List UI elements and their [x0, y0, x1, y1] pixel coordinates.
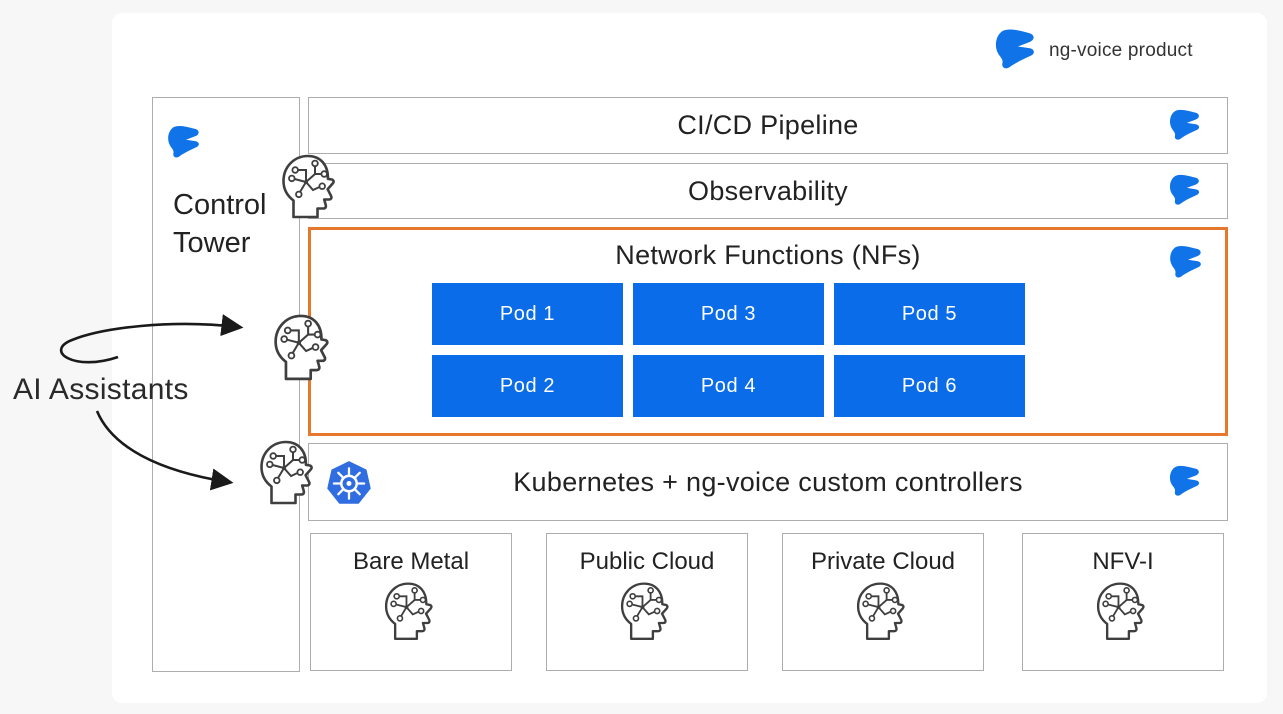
observability-label: Observability	[688, 175, 848, 206]
infra-box-private-cloud: Private Cloud	[782, 533, 984, 671]
kubernetes-label: Kubernetes + ng-voice custom controllers	[513, 466, 1023, 497]
brand-label: ng-voice product	[1049, 39, 1193, 61]
kubernetes-bar: Kubernetes + ng-voice custom controllers	[308, 443, 1228, 521]
ng-voice-logo-icon	[1167, 108, 1203, 144]
control-tower-label: Control Tower	[173, 189, 267, 259]
ng-voice-logo-icon	[1167, 173, 1203, 209]
ai-head-icon	[618, 580, 676, 647]
pod-5: Pod 5	[834, 283, 1025, 345]
network-functions-title: Network Functions (NFs)	[615, 240, 921, 270]
pod-3: Pod 3	[633, 283, 824, 345]
ng-voice-logo-icon	[1167, 464, 1203, 500]
infra-box-nfvi: NFV-I	[1022, 533, 1224, 671]
infra-box-public-cloud: Public Cloud	[546, 533, 748, 671]
infra-box-bare-metal: Bare Metal	[310, 533, 512, 671]
pod-4: Pod 4	[633, 355, 824, 417]
observability-bar: Observability	[308, 163, 1228, 219]
infra-label: NFV-I	[1092, 548, 1154, 575]
kubernetes-helm-icon	[324, 458, 374, 508]
ng-voice-logo-icon	[992, 27, 1039, 74]
ai-head-icon	[279, 152, 343, 226]
brand: ng-voice product	[992, 27, 1193, 74]
cicd-pipeline-label: CI/CD Pipeline	[677, 110, 859, 140]
ai-head-icon	[257, 437, 321, 513]
ai-assistants-label: AI Assistants	[13, 373, 189, 406]
ai-head-icon	[271, 311, 337, 389]
ai-head-icon	[382, 580, 440, 647]
infra-label: Public Cloud	[579, 548, 715, 575]
pod-2: Pod 2	[432, 355, 623, 417]
infra-label: Bare Metal	[352, 548, 470, 575]
pods-grid: Pod 1 Pod 3 Pod 5 Pod 2 Pod 4 Pod 6	[432, 283, 1025, 417]
ng-voice-logo-icon	[1167, 243, 1205, 283]
ai-head-icon	[1094, 580, 1152, 647]
cicd-pipeline-bar: CI/CD Pipeline	[308, 97, 1228, 154]
ng-voice-logo-icon	[165, 122, 203, 164]
pod-6: Pod 6	[834, 355, 1025, 417]
infra-label: Private Cloud	[810, 548, 956, 575]
control-tower-box: Control Tower	[152, 97, 300, 672]
network-functions-box: Network Functions (NFs) Pod 1 Pod 3 Pod …	[308, 227, 1228, 436]
ai-head-icon	[854, 580, 912, 647]
pod-1: Pod 1	[432, 283, 623, 345]
